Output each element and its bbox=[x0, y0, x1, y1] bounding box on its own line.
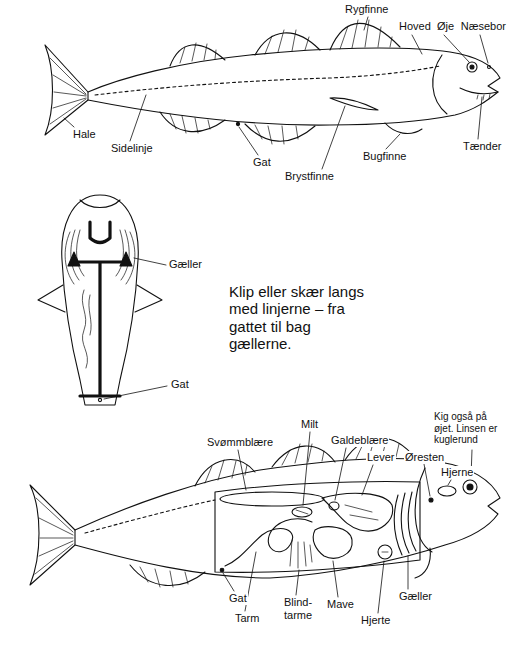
part-label: Hjerte bbox=[360, 614, 391, 627]
part-label: Hale bbox=[72, 128, 97, 141]
part-label: Hjerne bbox=[440, 466, 474, 479]
part-label: Bugfinne bbox=[362, 150, 407, 163]
part-label: Næsebor bbox=[460, 20, 507, 33]
part-label: Rygfinne bbox=[344, 3, 389, 16]
part-label: Hoved bbox=[398, 20, 432, 33]
cod-belly-view bbox=[38, 195, 167, 405]
part-label: Tænder bbox=[462, 140, 503, 153]
part-label: Gæller bbox=[168, 258, 203, 271]
part-label: Gat bbox=[170, 378, 190, 391]
part-label: Brystfinne bbox=[284, 170, 335, 183]
part-label: Øje bbox=[436, 20, 455, 33]
part-label: Galdeblære bbox=[330, 434, 389, 447]
part-label: Blind- tarme bbox=[283, 596, 321, 621]
part-label: Mave bbox=[326, 598, 355, 611]
part-label: Milt bbox=[300, 418, 319, 431]
part-label: Gæller bbox=[398, 590, 433, 603]
part-label: Lever bbox=[366, 451, 396, 464]
cod-opened-view bbox=[30, 432, 500, 613]
part-label: Øresten bbox=[404, 451, 445, 464]
part-label: Gat bbox=[252, 156, 272, 169]
part-label: Sidelinje bbox=[110, 142, 154, 155]
part-label: Svømmblære bbox=[206, 436, 274, 449]
part-label: Gat bbox=[228, 592, 248, 605]
instruction-note: Kig også på øjet. Linsen er kuglerund bbox=[433, 411, 507, 446]
instruction-note: Klip eller skær langs med linjerne – fra… bbox=[228, 283, 370, 352]
part-label: Tarm bbox=[234, 612, 260, 625]
cod-side-view bbox=[45, 17, 500, 169]
